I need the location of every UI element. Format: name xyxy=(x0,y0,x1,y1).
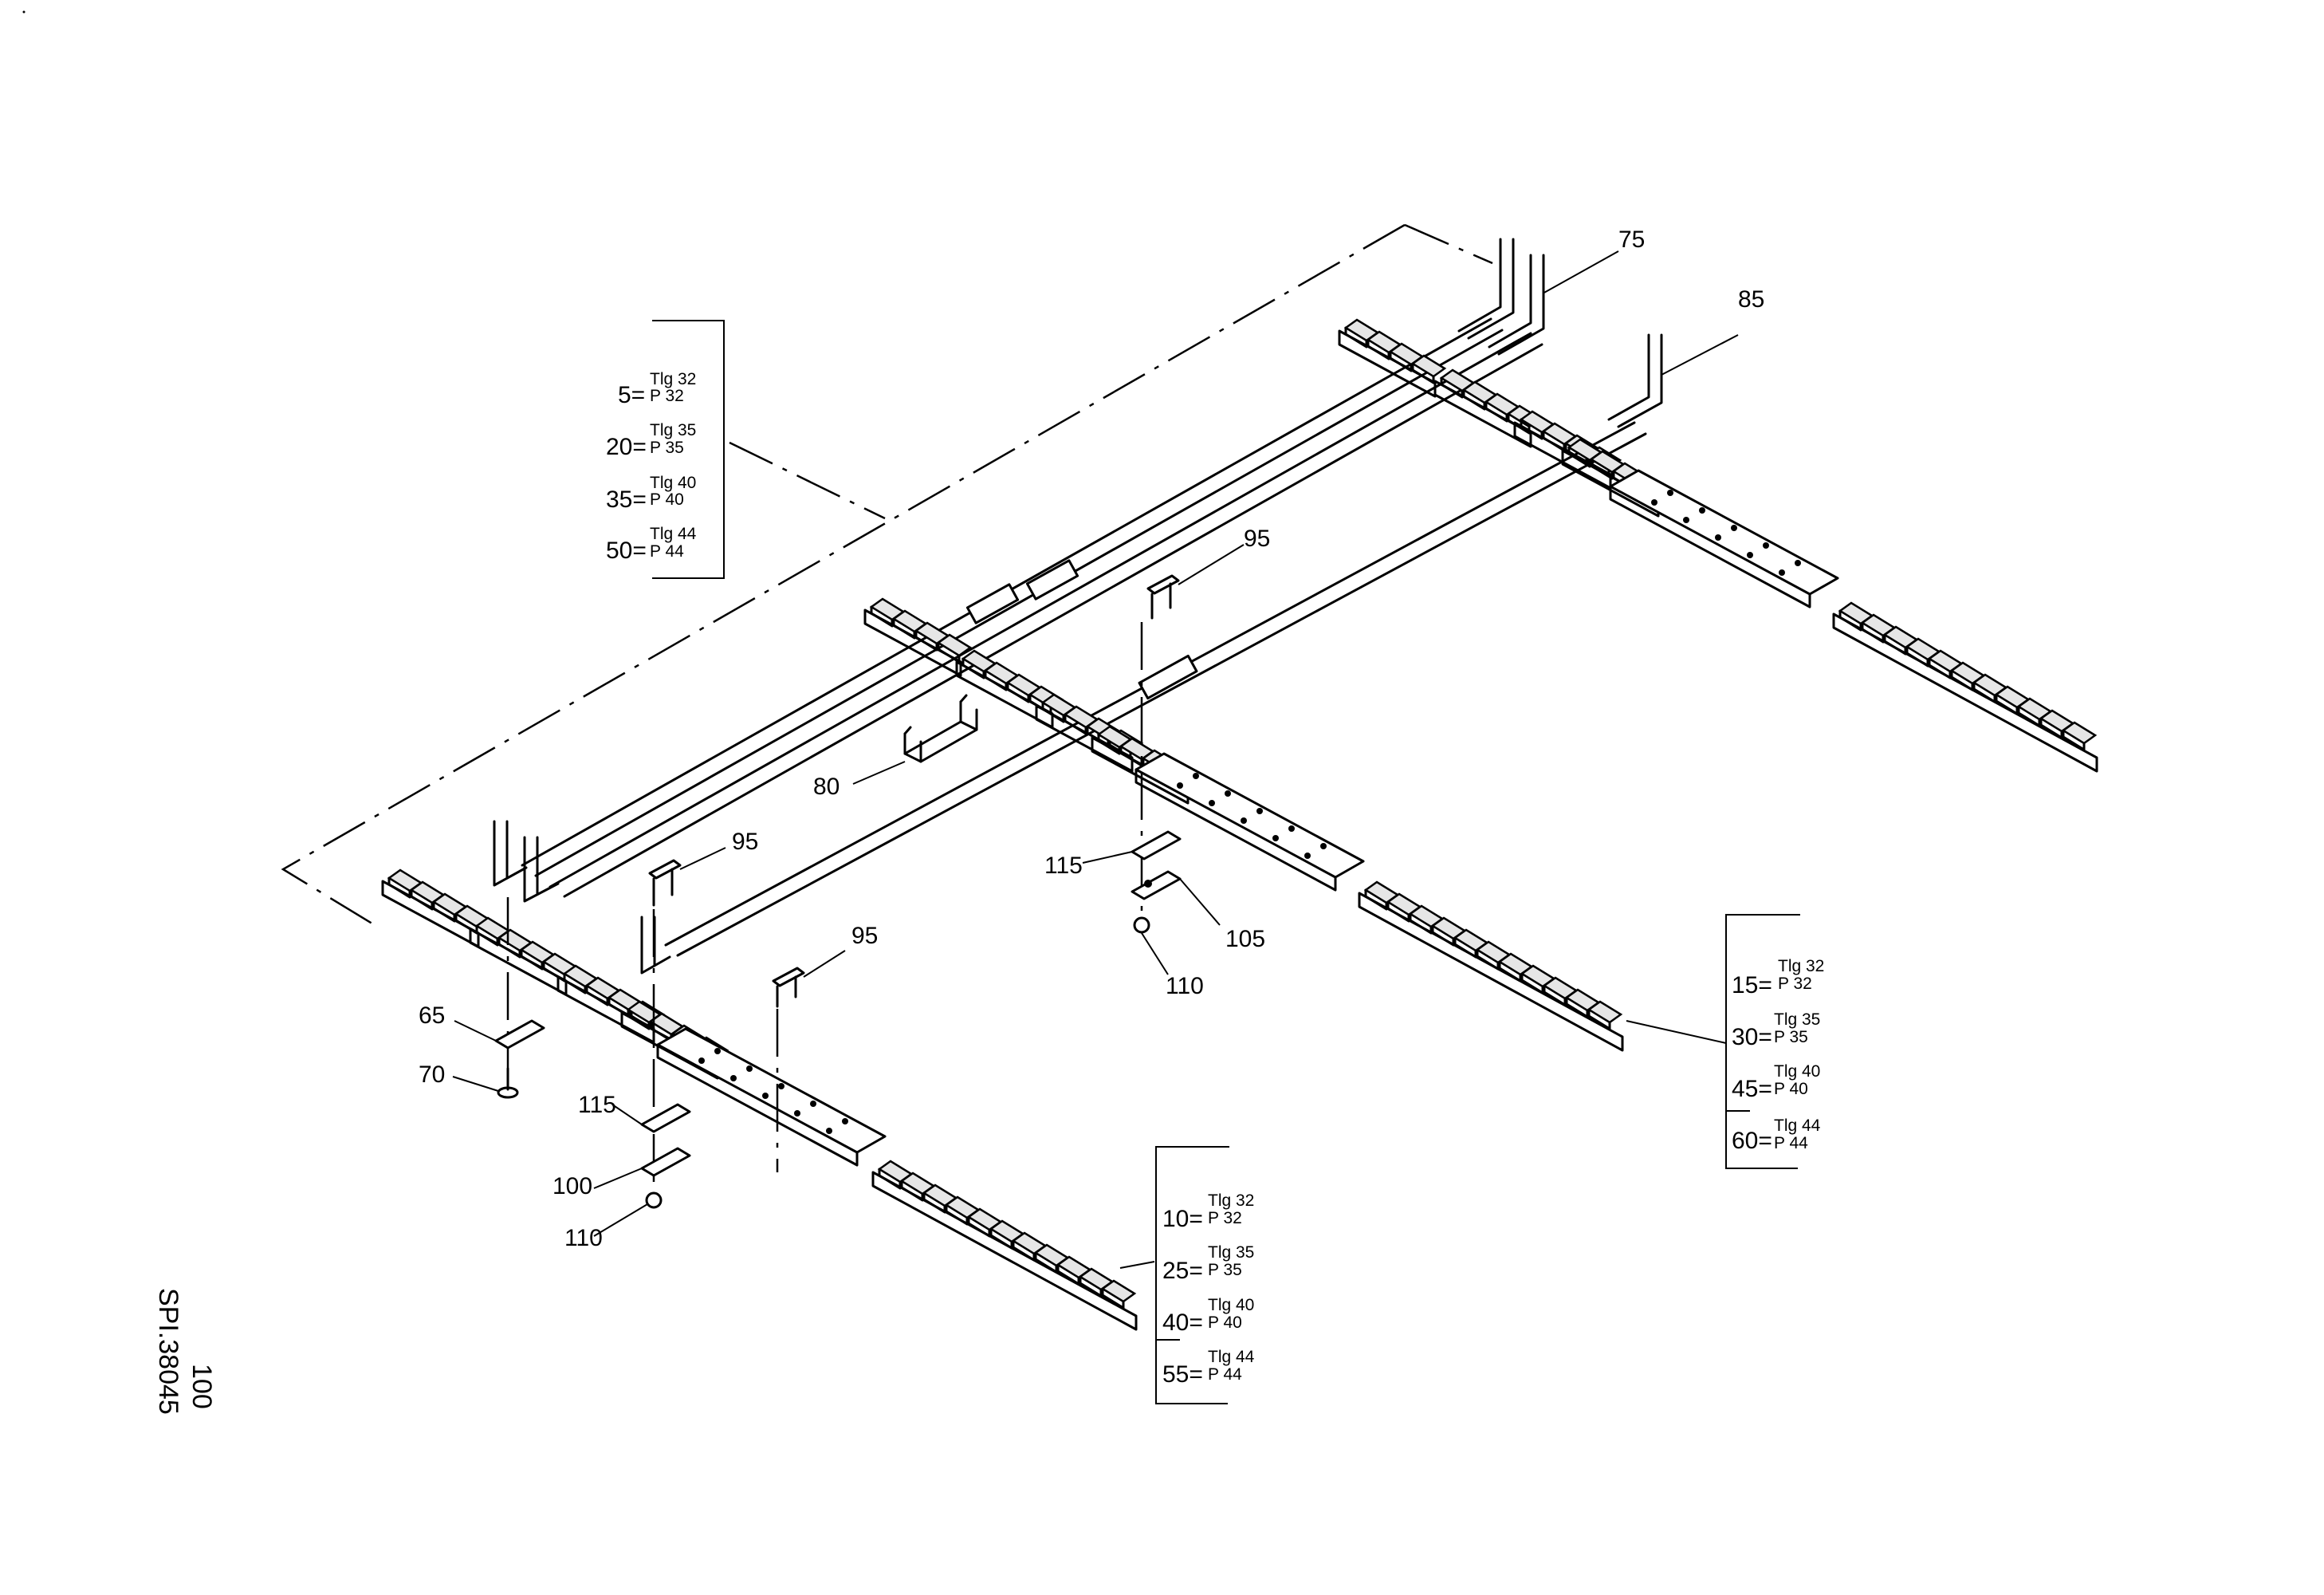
rod-upper-right xyxy=(549,332,1543,898)
nut-plate-100 xyxy=(640,1147,691,1177)
svg-text:P 40: P 40 xyxy=(1774,1080,1808,1098)
svg-text:Tlg 32: Tlg 32 xyxy=(1778,957,1824,975)
svg-text:P 32: P 32 xyxy=(1208,1209,1242,1227)
svg-text:P 35: P 35 xyxy=(650,439,684,457)
svg-text:Tlg 44: Tlg 44 xyxy=(1774,1116,1821,1135)
clamp-95-top xyxy=(1146,574,1180,620)
svg-text:15=: 15= xyxy=(1732,972,1772,998)
svg-text:Tlg 40: Tlg 40 xyxy=(1774,1062,1820,1081)
svg-text:55=: 55= xyxy=(1162,1361,1203,1388)
callout-95-low: 95 xyxy=(851,923,878,949)
svg-text:Tlg 44: Tlg 44 xyxy=(1208,1348,1255,1366)
washer-115-front xyxy=(640,1103,691,1133)
washer-115-centre xyxy=(1131,830,1182,861)
variant-table-bottom: 10= Tlg 32 P 32 25= Tlg 35 P 35 40= Tlg … xyxy=(1155,1146,1255,1404)
hook-75-b xyxy=(1488,254,1545,356)
clamp-95-mid xyxy=(648,859,682,907)
svg-text:5=: 5= xyxy=(618,382,645,408)
svg-text:P 35: P 35 xyxy=(1208,1261,1242,1279)
svg-text:60=: 60= xyxy=(1732,1128,1772,1154)
svg-text:50=: 50= xyxy=(606,538,647,564)
svg-text:Tlg 40: Tlg 40 xyxy=(1208,1296,1254,1314)
comb-section-loose-right-top xyxy=(1834,603,2097,771)
sheet-number: 100 xyxy=(187,1364,217,1409)
comb-section-loose-right xyxy=(1359,882,1622,1050)
drawing-reference: SPI.38045 100 xyxy=(153,1288,217,1415)
svg-text:P 35: P 35 xyxy=(1774,1028,1808,1046)
callout-110-centre: 110 xyxy=(1166,973,1204,999)
nut-110-front xyxy=(645,1191,663,1209)
svg-text:Tlg 32: Tlg 32 xyxy=(650,370,696,388)
washer-65 xyxy=(494,1019,545,1050)
callout-95-top: 95 xyxy=(1244,526,1270,552)
drawing-code: SPI.38045 xyxy=(153,1288,183,1415)
callout-leaders xyxy=(452,250,1739,1269)
svg-text:40=: 40= xyxy=(1162,1309,1203,1336)
comb-section-loose-bottom xyxy=(873,1161,1136,1329)
svg-text:10=: 10= xyxy=(1162,1206,1203,1232)
svg-text:P 40: P 40 xyxy=(650,490,684,509)
svg-text:20=: 20= xyxy=(606,434,647,460)
svg-text:Tlg 35: Tlg 35 xyxy=(1208,1243,1254,1262)
callout-115-front: 115 xyxy=(578,1092,616,1118)
svg-text:45=: 45= xyxy=(1732,1076,1772,1102)
nut-plate-105 xyxy=(1131,870,1182,900)
rod-couplings xyxy=(965,559,1198,700)
svg-text:Tlg 35: Tlg 35 xyxy=(1774,1010,1820,1029)
callout-85: 85 xyxy=(1738,286,1764,313)
variant-table-right: 15= Tlg 32 P 32 30= Tlg 35 P 35 45= Tlg … xyxy=(1725,914,1824,1169)
assembly-boundary-line xyxy=(281,223,1493,927)
svg-text:P 44: P 44 xyxy=(1208,1365,1242,1384)
comb-section-top xyxy=(1339,320,1839,608)
svg-text:30=: 30= xyxy=(1732,1024,1772,1050)
table-leader-top-left xyxy=(729,441,886,520)
bracket-80 xyxy=(903,694,978,763)
callout-75: 75 xyxy=(1618,226,1645,253)
callout-110-front: 110 xyxy=(564,1225,603,1251)
screw-70 xyxy=(497,1067,519,1099)
hook-85 xyxy=(1607,333,1663,428)
callout-70: 70 xyxy=(419,1061,445,1088)
nut-110-centre xyxy=(1133,916,1150,934)
callout-115-centre: 115 xyxy=(1044,853,1083,879)
svg-text:P 44: P 44 xyxy=(650,542,684,561)
variant-table-top-left: 5= Tlg 32 P 32 20= Tlg 35 P 35 35= Tlg 4… xyxy=(606,320,725,579)
svg-text:P 32: P 32 xyxy=(650,387,684,405)
svg-text:Tlg 35: Tlg 35 xyxy=(650,421,696,439)
svg-text:Tlg 32: Tlg 32 xyxy=(1208,1191,1254,1210)
callout-105: 105 xyxy=(1225,926,1265,952)
svg-text:Tlg 44: Tlg 44 xyxy=(650,525,697,543)
svg-text:35=: 35= xyxy=(606,486,647,513)
svg-text:Tlg 40: Tlg 40 xyxy=(650,474,696,492)
corner-dot xyxy=(22,10,26,14)
svg-text:25=: 25= xyxy=(1162,1258,1203,1284)
svg-text:P 44: P 44 xyxy=(1774,1134,1808,1152)
svg-text:P 32: P 32 xyxy=(1778,975,1812,993)
svg-text:P 40: P 40 xyxy=(1208,1313,1242,1332)
comb-section-left xyxy=(383,870,887,1167)
callout-80: 80 xyxy=(813,774,840,800)
clamp-95-low xyxy=(772,967,805,1008)
callout-95-mid: 95 xyxy=(732,829,758,855)
callout-100: 100 xyxy=(552,1173,592,1199)
hook-75-a xyxy=(1457,238,1515,340)
callout-65: 65 xyxy=(419,1002,445,1029)
